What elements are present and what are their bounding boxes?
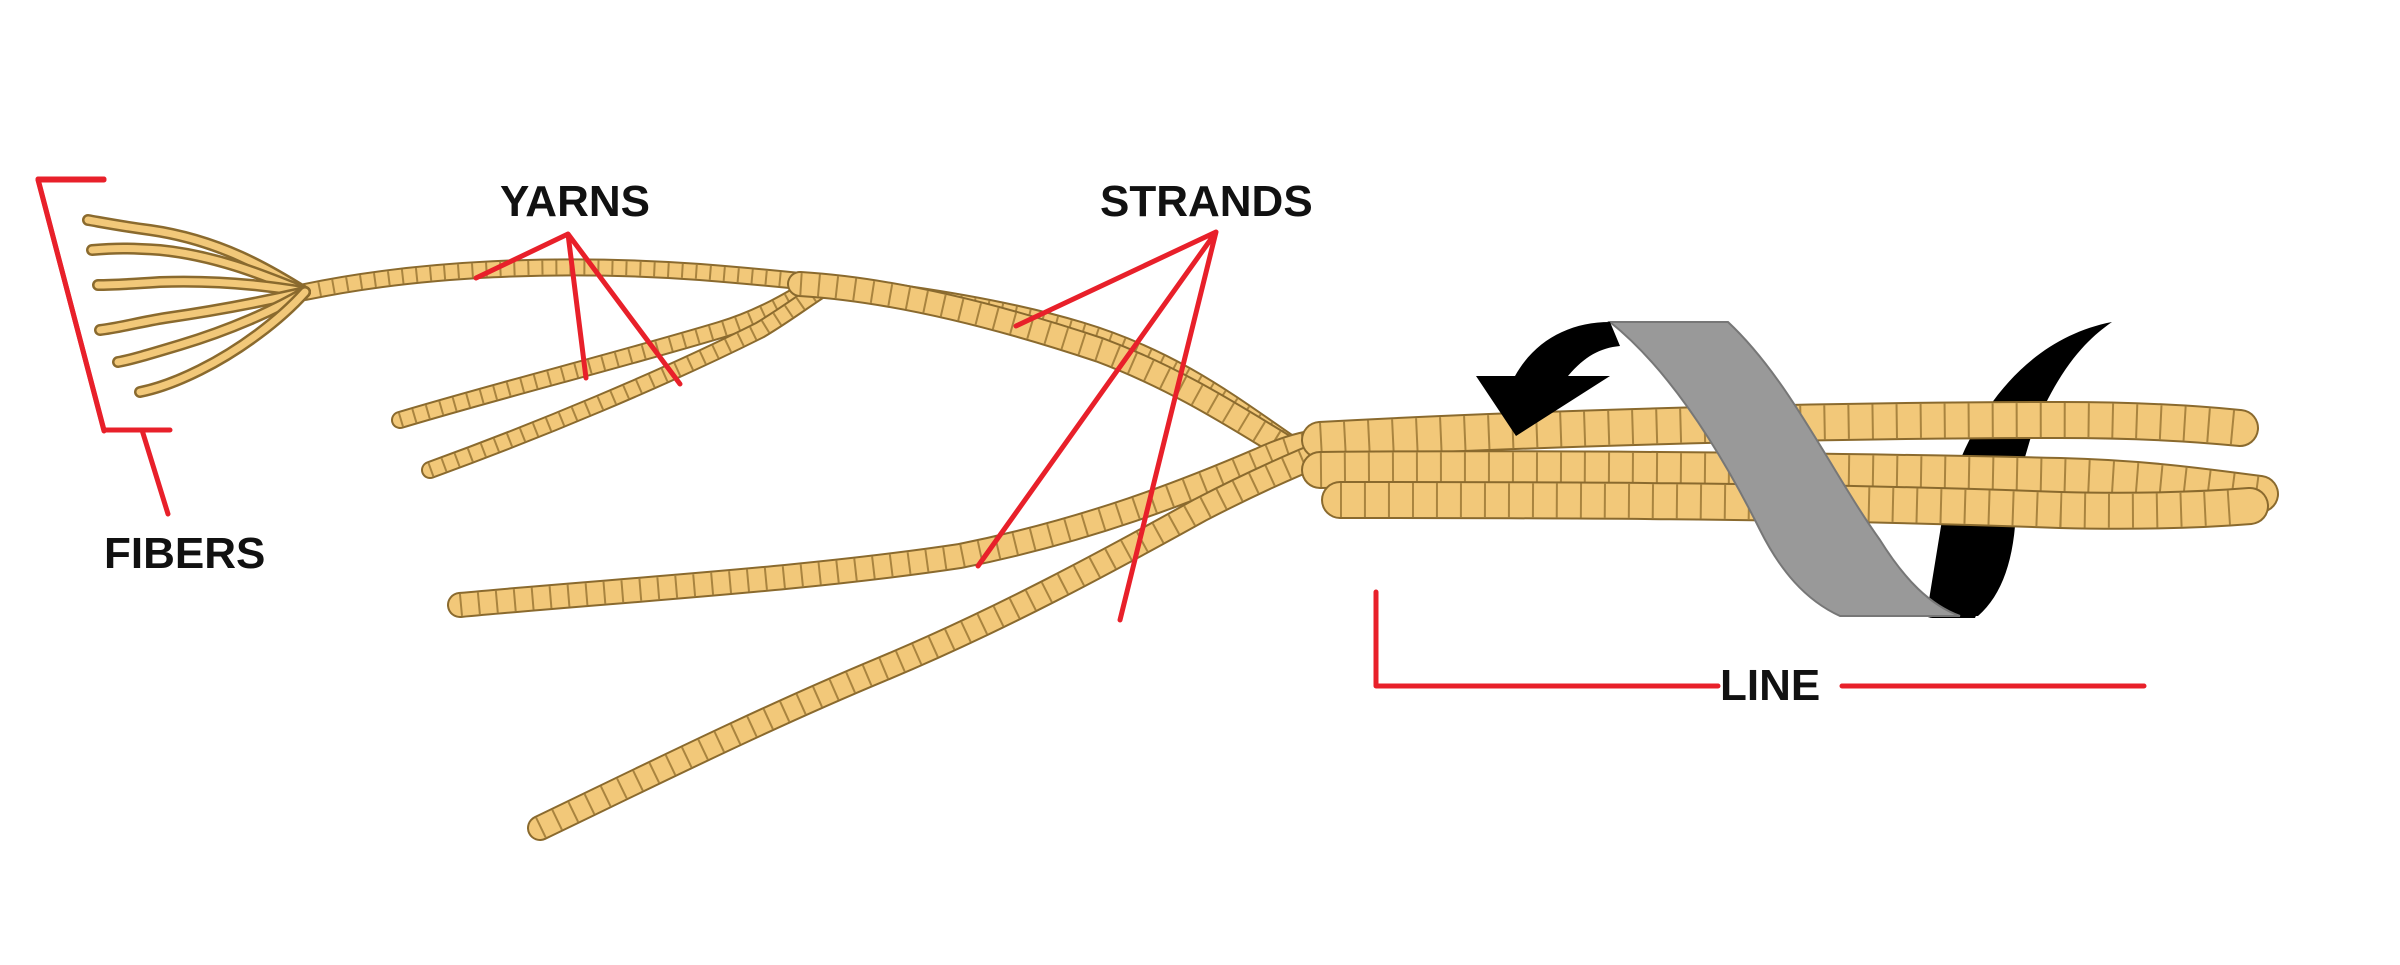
strand-middle-fill [460,440,1340,605]
line-label: LINE [1720,661,1820,710]
strand-lower [540,450,1330,828]
strand-middle [460,440,1340,605]
strand-middle-outline [460,440,1340,605]
fibers-fan [88,220,305,392]
strand-lower-fill [540,450,1330,828]
yarns-label: YARNS [500,177,650,226]
fibers-leader [142,430,168,514]
strands-label: STRANDS [1100,177,1313,226]
fibers-label: FIBERS [104,529,265,578]
strand-middle-twist [460,440,1340,605]
